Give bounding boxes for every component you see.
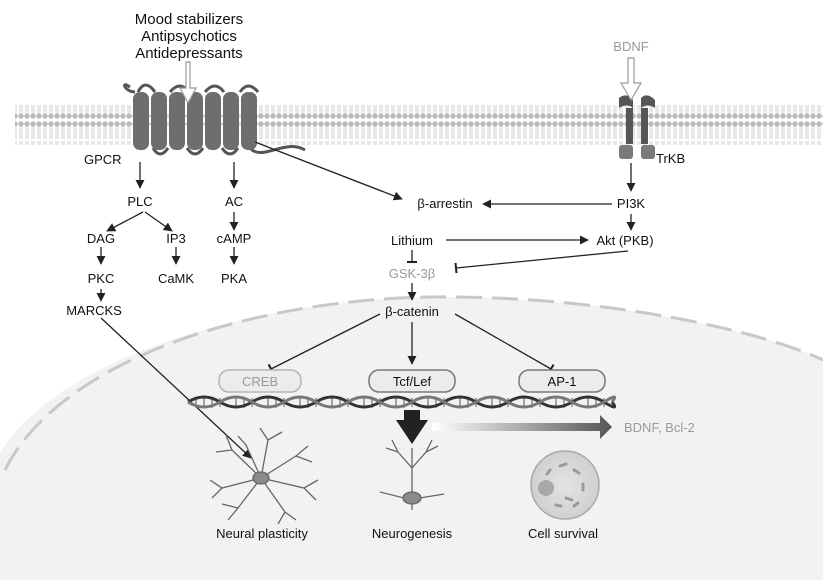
ap1-box [518,369,606,393]
tcf-lef-box [368,369,456,393]
drug-label-mood-stabilizers: Mood stabilizers [135,11,243,28]
tcf-lef-label: Tcf/Lef [393,374,432,389]
creb-box [218,369,302,393]
pkc-label: PKC [88,271,115,286]
gene-expression-arrow [432,415,612,439]
cell-survival-cell-icon [530,450,600,520]
cell-membrane [15,105,823,145]
ap1-label: AP-1 [548,374,577,389]
neurogenesis-label: Neurogenesis [372,526,453,541]
gpcr-label: GPCR [84,152,122,167]
pka-label: PKA [221,271,247,286]
gpcr-receptor [123,83,306,156]
neural-plasticity-label: Neural plasticity [216,526,308,541]
marcks-label: MARCKS [66,303,122,318]
nuclear-envelope [3,295,823,471]
lithium-label: Lithium [391,233,433,248]
neurogenesis-neuron-icon [379,439,445,510]
drug-binding-arrow [179,61,197,105]
neural-plasticity-neuron-icon [209,427,319,525]
bdnf-binding-arrow [619,57,643,102]
beta-arrestin-label: β-arrestin [417,196,472,211]
pi3k-label: PI3K [617,196,646,211]
ac-label: AC [225,194,243,209]
cell-survival-label: Cell survival [528,526,598,541]
drug-label-antipsychotics: Antipsychotics [141,28,237,45]
bdnf-ligand-label: BDNF [613,39,648,54]
plc-label: PLC [127,194,152,209]
creb-label: CREB [242,374,278,389]
gsk3b-label: GSK-3β [389,266,436,281]
ip3-label: IP3 [166,231,186,246]
camp-label: cAMP [217,231,252,246]
drug-label-antidepressants: Antidepressants [135,45,243,62]
dag-label: DAG [87,231,115,246]
akt-label: Akt (PKB) [596,233,653,248]
dna-helix [187,395,617,409]
trkb-label: TrKB [656,151,685,166]
beta-catenin-label: β-catenin [385,304,439,319]
camk-label: CaMK [158,271,194,286]
transcription-arrow [396,410,428,444]
gene-targets-label: BDNF, Bcl-2 [624,420,695,435]
